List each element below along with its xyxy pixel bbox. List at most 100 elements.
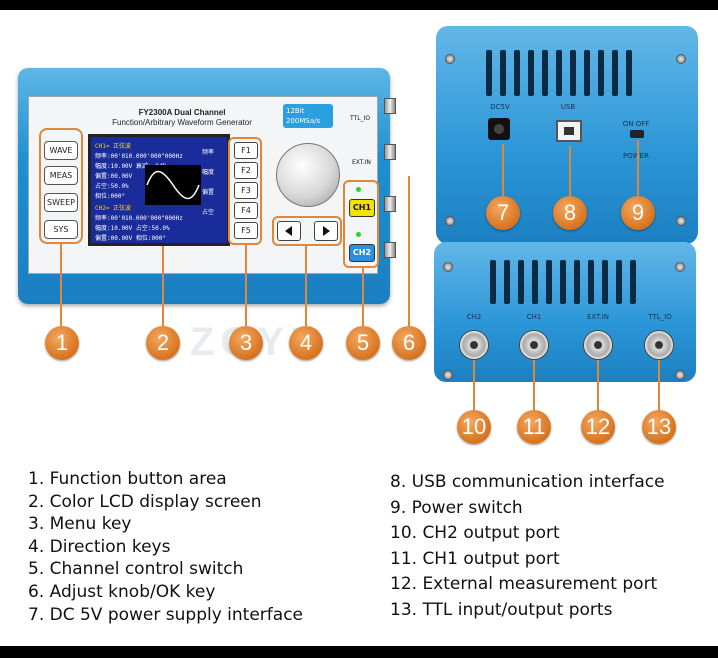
sweep-button[interactable]: SWEEP [44, 193, 78, 212]
badge-line2: 200MSa/s [286, 117, 321, 125]
meas-button[interactable]: MEAS [44, 166, 78, 185]
usb-label: USB [560, 103, 576, 111]
legend-item: 1. Function button area [28, 469, 227, 489]
leader-line [60, 244, 62, 326]
legend-item: 11. CH1 output port [390, 548, 560, 569]
vent-slot [630, 260, 636, 304]
callout-3: 3 [229, 326, 263, 360]
ext-in-label: EXT.IN [352, 159, 371, 166]
ext-in-bnc-port[interactable] [583, 330, 613, 360]
direction-key-area [272, 216, 342, 246]
sine-wave-icon [146, 170, 200, 200]
screw [445, 54, 455, 64]
leader-line [637, 140, 639, 196]
lcd-row: 相位:000° [95, 193, 126, 200]
callout-8: 8 [553, 196, 587, 230]
sys-button[interactable]: SYS [44, 220, 78, 239]
legend-item: 10. CH2 output port [390, 523, 560, 544]
legend-item: 4. Direction keys [28, 536, 171, 557]
usb-port[interactable] [556, 120, 582, 142]
ch1-bnc-port[interactable] [519, 330, 549, 360]
leader-line [658, 360, 660, 410]
legend-right: 8. USB communication interface 9. Power … [390, 470, 665, 624]
ch2-port-label: CH2 [466, 313, 482, 321]
legend-item: 5. Channel control switch [28, 559, 244, 580]
ext-in-port-label: EXT.IN [586, 313, 610, 321]
leader-line [408, 176, 410, 326]
lcd-row: 幅度:10.00V 占空:50.0% [95, 225, 170, 232]
vent-slot [486, 50, 492, 96]
callout-6: 6 [392, 326, 426, 360]
lcd-menu-item: 幅度 [202, 169, 215, 176]
dc-power-jack[interactable] [488, 118, 510, 140]
vent-slot [542, 50, 548, 96]
callout-10: 10 [457, 410, 491, 444]
lcd-row: 幅度:10.00V 衰减: 0dB [95, 163, 166, 170]
vent-slot [504, 260, 510, 304]
menu-key-area [228, 137, 262, 245]
f1-key[interactable]: F1 [234, 142, 258, 159]
vent-slot [490, 260, 496, 304]
right-arrow-key[interactable] [314, 221, 338, 241]
badge-line1: 12Bit [286, 107, 305, 115]
f4-key[interactable]: F4 [234, 202, 258, 219]
callout-7: 7 [486, 196, 520, 230]
leader-line [162, 246, 164, 326]
ch1-key[interactable]: CH1 [349, 199, 375, 217]
adjust-knob[interactable] [276, 143, 340, 207]
leader-line [569, 146, 571, 196]
dc5v-label: DC5V [490, 103, 510, 111]
vent-slot [602, 260, 608, 304]
legend-item: 3. Menu key [28, 514, 132, 535]
vent-slot [500, 50, 506, 96]
legend-item: 13. TTL input/output ports [390, 599, 613, 620]
vent-slot [518, 260, 524, 304]
bnc-connector [384, 196, 396, 212]
lcd-row: 频率:00'010.000'000"000Hz [95, 153, 183, 160]
ch2-led [356, 232, 361, 237]
legend-item: 7. DC 5V power supply interface [28, 604, 304, 625]
vent-slot [574, 260, 580, 304]
screw [443, 370, 453, 380]
model-label: FY2300A Dual Channel Function/Arbitrary … [82, 108, 282, 128]
leader-line [533, 360, 535, 410]
vent-slot [598, 50, 604, 96]
f2-key[interactable]: F2 [234, 162, 258, 179]
on-off-label: ON OFF [622, 120, 650, 128]
ttl-io-bnc-port[interactable] [644, 330, 674, 360]
ch2-bnc-port[interactable] [459, 330, 489, 360]
lcd-row: CH2= 正弦波 [95, 205, 132, 212]
lcd-screen: CH1= 正弦波 频率:00'010.000'000"000Hz 幅度:10.0… [88, 134, 230, 246]
callout-4: 4 [289, 326, 323, 360]
vent-slot [514, 50, 520, 96]
bnc-connector [384, 144, 396, 160]
screw [676, 216, 686, 226]
vent-slot [532, 260, 538, 304]
legend-left: 1. Function button area 2. Color LCD dis… [28, 468, 303, 626]
f5-key[interactable]: F5 [234, 222, 258, 239]
lcd-menu-item: 频率 [202, 149, 215, 156]
vent-slot [626, 50, 632, 96]
screw [443, 262, 453, 272]
lcd-menu-item: 偏置 [202, 189, 215, 196]
screw [676, 54, 686, 64]
legend-item: 8. USB communication interface [390, 472, 665, 492]
callout-13: 13 [642, 410, 676, 444]
legend-item: 9. Power switch [390, 497, 523, 518]
ch2-key[interactable]: CH2 [349, 244, 375, 262]
left-arrow-key[interactable] [277, 221, 301, 241]
legend-item: 6. Adjust knob/OK key [28, 581, 216, 602]
legend-item: 12. External measurement port [390, 574, 658, 595]
top-border [0, 0, 718, 10]
right-arrow-icon [323, 226, 330, 236]
vent-slot [556, 50, 562, 96]
callout-12: 12 [581, 410, 615, 444]
callout-1: 1 [45, 326, 79, 360]
vent-slot [528, 50, 534, 96]
f3-key[interactable]: F3 [234, 182, 258, 199]
ch1-led [356, 187, 361, 192]
wave-button[interactable]: WAVE [44, 141, 78, 160]
bottom-border [0, 646, 718, 658]
power-switch[interactable] [630, 130, 644, 138]
callout-2: 2 [146, 326, 180, 360]
